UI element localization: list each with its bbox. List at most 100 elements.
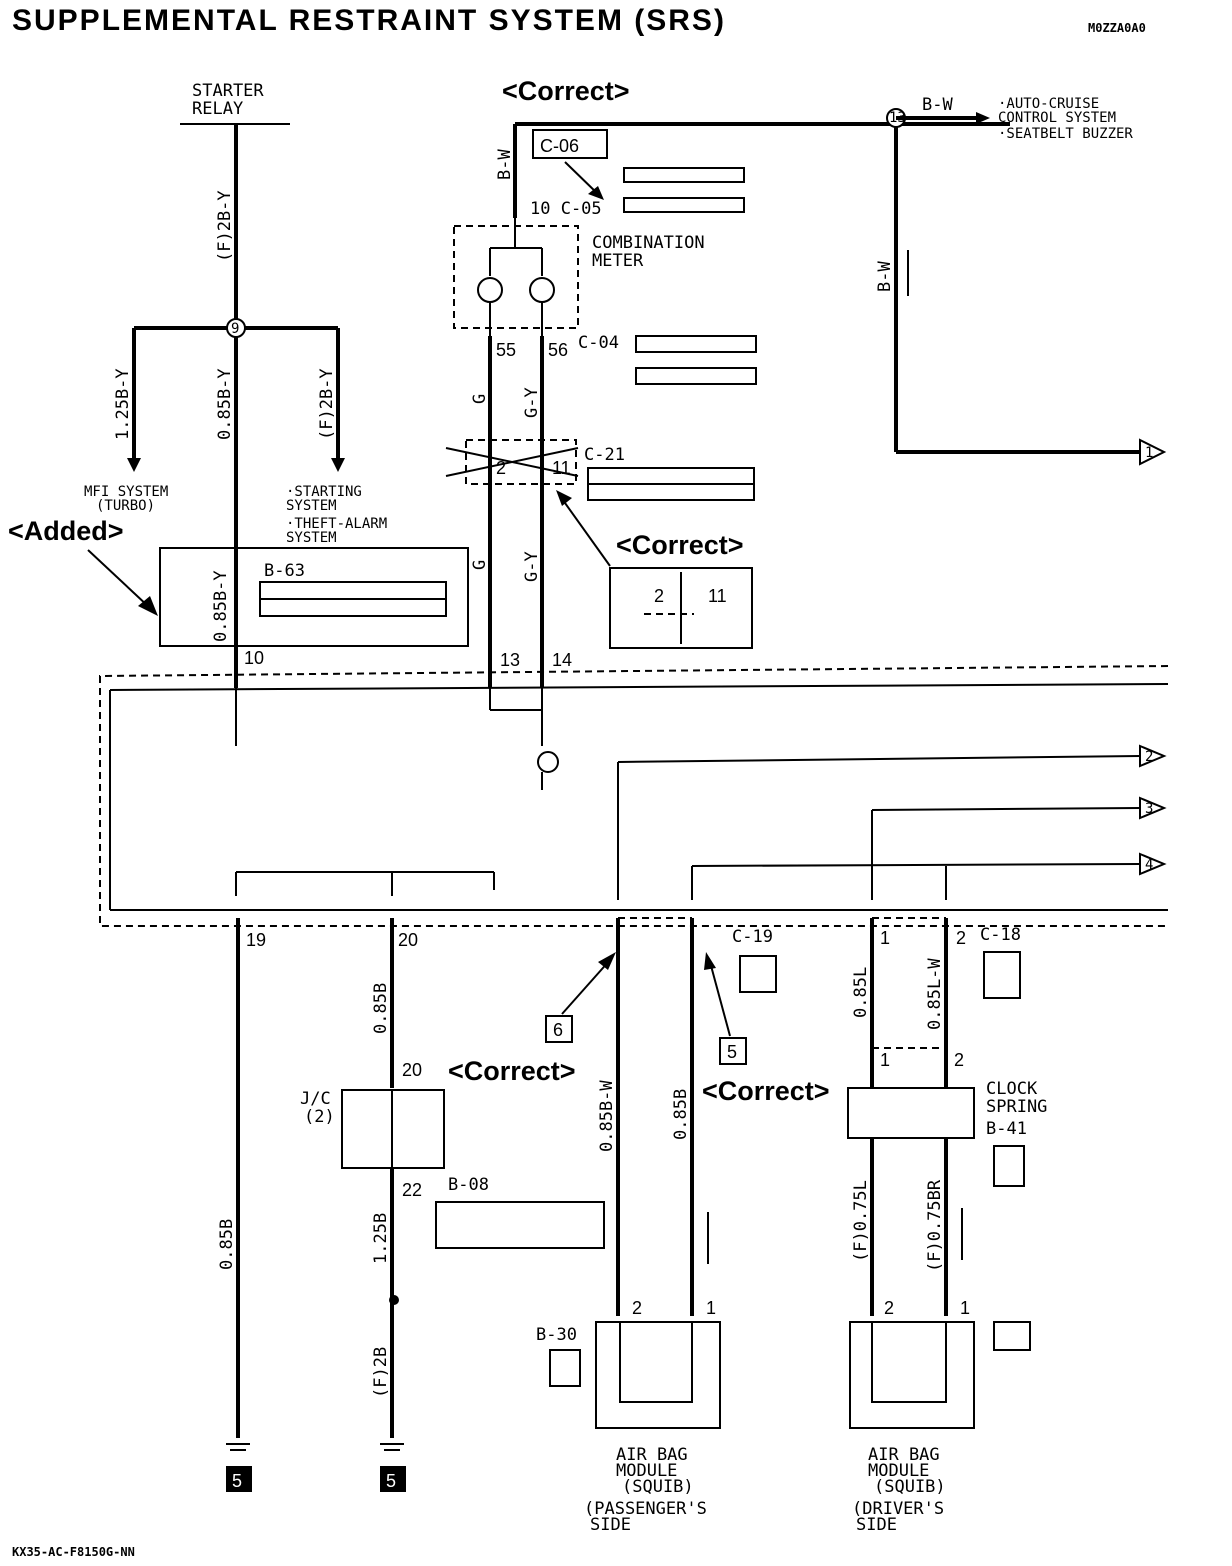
c06-connector-face-bottom [623,197,745,213]
connector-arrow-3 [1139,796,1167,820]
clock-spring-box [847,1087,975,1139]
c21-new-pin-2: 2 [654,586,664,606]
airbag-passenger-label-3: (SQUIB) [622,1477,694,1497]
wire-label-f2b: (F)2B [371,1347,391,1398]
wire-label-085b-c: 0.85B [671,1089,691,1140]
junction-9-label: 9 [231,321,239,337]
c21-old-pin-11: 11 [552,458,571,478]
wire-label-bw-vertical: B-W [875,261,895,292]
c04-connector-face-bottom [635,367,757,385]
mfi-system-label-2: (TURBO) [96,498,155,514]
wire-label-085by: 0.85B-Y [215,368,235,440]
pin-55: 55 [496,340,516,360]
ref-box-5 [719,1037,747,1065]
starter-relay-label-2: RELAY [192,99,243,119]
connector-arrow-3-label: 3 [1145,801,1153,817]
combination-meter-label-2: METER [592,251,644,271]
driver-module-pin-2: 2 [884,1298,894,1318]
wire-label-125b: 1.25B [371,1213,391,1264]
wire-label-bw-top: B-W [495,149,515,180]
pin-20b: 20 [402,1060,422,1080]
starting-system-label-2: SYSTEM [286,498,337,514]
connector-arrow-2-label: 2 [1145,749,1153,765]
combination-meter-label-1: COMBINATION [592,233,705,253]
c19-label: C-19 [732,927,773,947]
pin-10: 10 [244,648,264,668]
wire-label-085b: 0.85B [217,1219,237,1270]
theft-alarm-label-2: SYSTEM [286,530,337,546]
wire-label-g-2: G [470,560,490,570]
wire-label-gy: G-Y [522,387,542,418]
added-annotation: <Added> [8,516,124,546]
wire-label-085b-b: 0.85B [371,983,391,1034]
pin-14: 14 [552,650,572,670]
jc-label-2: (2) [304,1107,335,1127]
pin-56: 56 [548,340,568,360]
correct-annotation-c21: <Correct> [616,530,744,560]
driver-module-pin-1: 1 [960,1298,970,1318]
ref-box-6-label: 6 [553,1020,563,1040]
wire-label-085by-box: 0.85B-Y [211,570,231,642]
c06-pins-label: 10 C-05 [530,199,602,219]
srs-ecu-box [99,665,1169,927]
clock-spring-label-3: B-41 [986,1119,1027,1139]
seatbelt-buzzer-label: ·SEATBELT BUZZER [998,126,1133,142]
c18-label: C-18 [980,925,1021,945]
correct-annotation-driver: <Correct> [702,1076,830,1106]
b41-connector-face [993,1145,1025,1187]
c06-box [532,129,608,159]
b30-pin-2: 2 [632,1298,642,1318]
c04-label: C-04 [578,333,619,353]
pin-20: 20 [398,930,418,950]
mfi-system-label-1: MFI SYSTEM [84,484,168,500]
c21-correct-detail-box [609,567,753,649]
wire-label-085lw: 0.85L-W [925,958,945,1030]
ground-ref-5b [380,1466,406,1492]
wire-label-085bw: 0.85B-W [597,1080,617,1152]
starter-relay-label-1: STARTER [192,81,264,101]
footer-code: KX35-AC-F8150G-NN [12,1545,135,1559]
airbag-driver-label-2: MODULE [868,1461,929,1481]
wire-label-bw-right: B-W [922,95,953,115]
airbag-driver-label-4: (DRIVER'S [852,1499,944,1519]
b41-pin-1: 1 [880,1050,890,1070]
c18-connector-face [983,951,1021,999]
b41-pin-2: 2 [954,1050,964,1070]
c18-pin-2: 2 [956,928,966,948]
junction-9 [226,318,246,338]
airbag-driver-label-3: (SQUIB) [874,1477,946,1497]
auto-cruise-label-1: ·AUTO-CRUISE [998,96,1099,112]
pin-22: 22 [402,1180,422,1200]
c06-label: C-06 [540,136,579,156]
ecu-lamp [537,751,559,773]
c18-pin-1: 1 [880,928,890,948]
pin-19: 19 [246,930,266,950]
starting-system-label-1: ·STARTING [286,484,362,500]
wire-label-g: G [470,394,490,404]
auto-cruise-label-2: CONTROL SYSTEM [998,110,1116,126]
b63-connector-label: B-63 [264,561,305,581]
srs-warning-lamp-2 [529,277,555,303]
c19-connector-face [739,955,777,993]
wire-label-2by: (F)2B-Y [215,190,235,262]
ground-ref-5b-label: 5 [386,1471,396,1491]
c21-old-pin-2: 2 [496,458,506,478]
airbag-passenger-box [595,1321,721,1429]
connector-arrow-1-label: 1 [1145,445,1153,461]
airbag-driver-label-1: AIR BAG [868,1445,940,1465]
clock-spring-label-2: SPRING [986,1097,1047,1117]
c21-new-pin-11: 11 [708,586,727,606]
correct-annotation-passenger: <Correct> [448,1056,576,1086]
srs-warning-lamp-1 [477,277,503,303]
wire-label-125by: 1.25B-Y [113,368,133,440]
wire-label-f2by: (F)2B-Y [317,368,337,440]
c21-label: C-21 [584,445,625,465]
b30-connector-face [549,1349,581,1387]
wire-label-gy-2: G-Y [522,551,542,582]
connector-arrow-4-label: 4 [1145,857,1153,873]
connector-arrow-4 [1139,852,1167,876]
c04-connector-face-top [635,335,757,353]
airbag-driver-box [849,1321,975,1429]
airbag-passenger-label-4: (PASSENGER'S [584,1499,707,1519]
